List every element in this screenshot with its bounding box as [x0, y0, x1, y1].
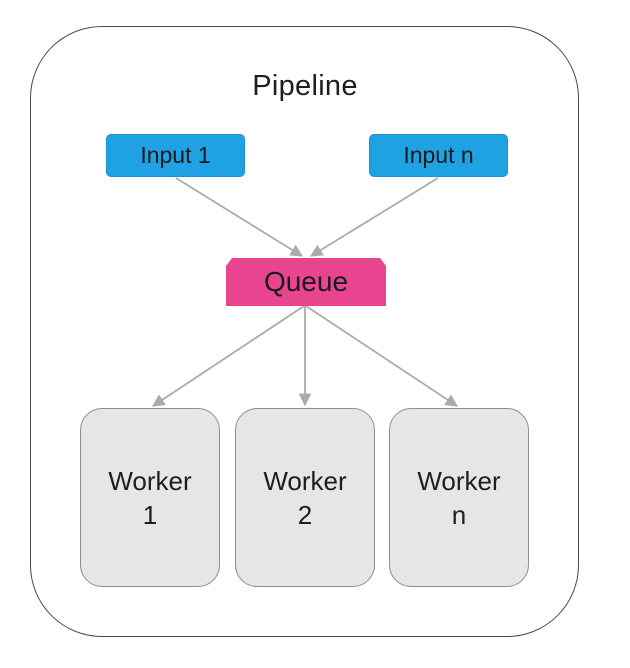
worker-n-node: Worker n	[389, 408, 529, 587]
queue-label-wrap: Queue	[226, 258, 386, 306]
pipeline-title: Pipeline	[252, 70, 358, 102]
worker-n-title: Worker	[417, 465, 501, 496]
worker-1-title: Worker	[108, 465, 192, 496]
input-1-node: Input 1	[106, 134, 245, 177]
queue-shape	[226, 258, 386, 306]
worker-2-index: 2	[297, 499, 313, 530]
input-1-label: Input 1	[140, 142, 211, 168]
input-n-node: Input n	[369, 134, 508, 177]
worker-1-node: Worker 1	[80, 408, 220, 587]
worker-n-index: n	[451, 499, 467, 530]
worker-2-title: Worker	[263, 465, 347, 496]
queue-label: Queue	[263, 266, 349, 297]
worker-1-index: 1	[142, 499, 158, 530]
queue-node	[226, 258, 386, 306]
worker-2-node: Worker 2	[235, 408, 375, 587]
input-n-label: Input n	[403, 142, 474, 168]
